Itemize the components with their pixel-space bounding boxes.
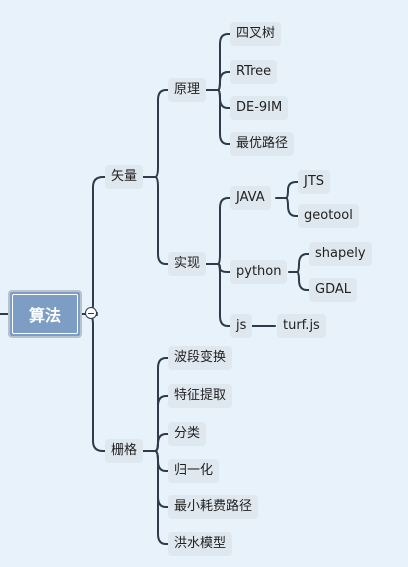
node-jts[interactable]: JTS xyxy=(298,170,331,194)
node-java[interactable]: JAVA xyxy=(230,186,271,210)
node-vector[interactable]: 矢量 xyxy=(105,165,144,189)
collapse-toggle-icon[interactable] xyxy=(85,307,97,319)
node-gdal[interactable]: GDAL xyxy=(309,278,357,302)
node-js[interactable]: js xyxy=(230,314,253,338)
node-classification[interactable]: 分类 xyxy=(168,422,207,446)
node-feature-extraction[interactable]: 特征提取 xyxy=(168,384,233,408)
root-node-label: 算法 xyxy=(28,306,61,325)
node-least-cost-path[interactable]: 最小耗费路径 xyxy=(168,495,259,519)
node-turfjs[interactable]: turf.js xyxy=(277,314,326,338)
node-python[interactable]: python xyxy=(230,260,288,284)
node-rtree[interactable]: RTree xyxy=(230,60,278,84)
root-node[interactable]: 算法 xyxy=(8,290,82,338)
node-de9im[interactable]: DE-9IM xyxy=(230,96,289,120)
node-quadtree[interactable]: 四叉树 xyxy=(230,22,282,46)
node-geotool[interactable]: geotool xyxy=(298,204,359,228)
node-implementation[interactable]: 实现 xyxy=(168,252,207,276)
node-normalization[interactable]: 归一化 xyxy=(168,459,220,483)
node-principle[interactable]: 原理 xyxy=(168,78,207,102)
node-flood-model[interactable]: 洪水模型 xyxy=(168,532,233,556)
node-band-transform[interactable]: 波段变换 xyxy=(168,346,233,370)
node-shapely[interactable]: shapely xyxy=(309,242,372,266)
node-raster[interactable]: 栅格 xyxy=(105,439,144,463)
node-shortest-path[interactable]: 最优路径 xyxy=(230,132,295,156)
